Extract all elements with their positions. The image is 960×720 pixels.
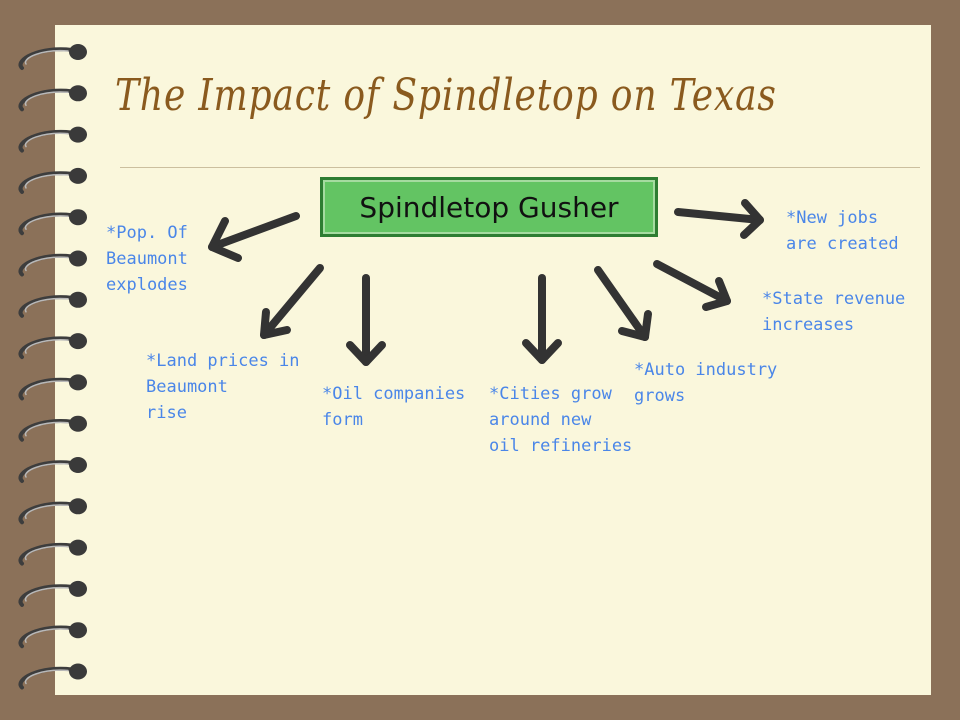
binding-ring xyxy=(18,580,87,607)
binding-ring xyxy=(18,167,87,194)
binding-ring xyxy=(18,291,87,318)
effect-land-prices: *Land prices in Beaumont rise xyxy=(146,351,300,423)
binding-ring xyxy=(18,498,87,525)
spindletop-gusher-box: Spindletop Gusher xyxy=(320,177,658,237)
binding-ring xyxy=(18,415,87,442)
binding-ring xyxy=(18,126,87,153)
binding-ring xyxy=(18,622,87,649)
page-title: The Impact of Spindletop on Texas xyxy=(115,70,777,121)
effect-auto-industry: *Auto industry grows xyxy=(634,360,778,406)
effect-new-jobs: *New jobs are created xyxy=(786,208,899,254)
effect-cities: *Cities grow around new oil refineries xyxy=(489,384,633,456)
center-label: Spindletop Gusher xyxy=(359,190,619,224)
effect-population: *Pop. Of Beaumont explodes xyxy=(106,223,188,295)
effect-state-revenue: *State revenue increases xyxy=(762,289,906,335)
binding-ring xyxy=(18,374,87,401)
title-divider xyxy=(120,167,920,168)
binding-ring xyxy=(18,44,87,70)
notebook-paper xyxy=(55,25,931,695)
effect-oil-companies: *Oil companies form xyxy=(322,384,466,430)
binding-ring xyxy=(18,663,87,690)
binding-ring xyxy=(18,209,87,236)
binding-ring xyxy=(18,457,87,483)
binding-ring xyxy=(18,333,87,360)
binding-ring xyxy=(18,85,87,112)
binding-ring xyxy=(18,250,87,277)
binding-ring xyxy=(18,539,87,566)
spiral-binding xyxy=(18,44,87,690)
